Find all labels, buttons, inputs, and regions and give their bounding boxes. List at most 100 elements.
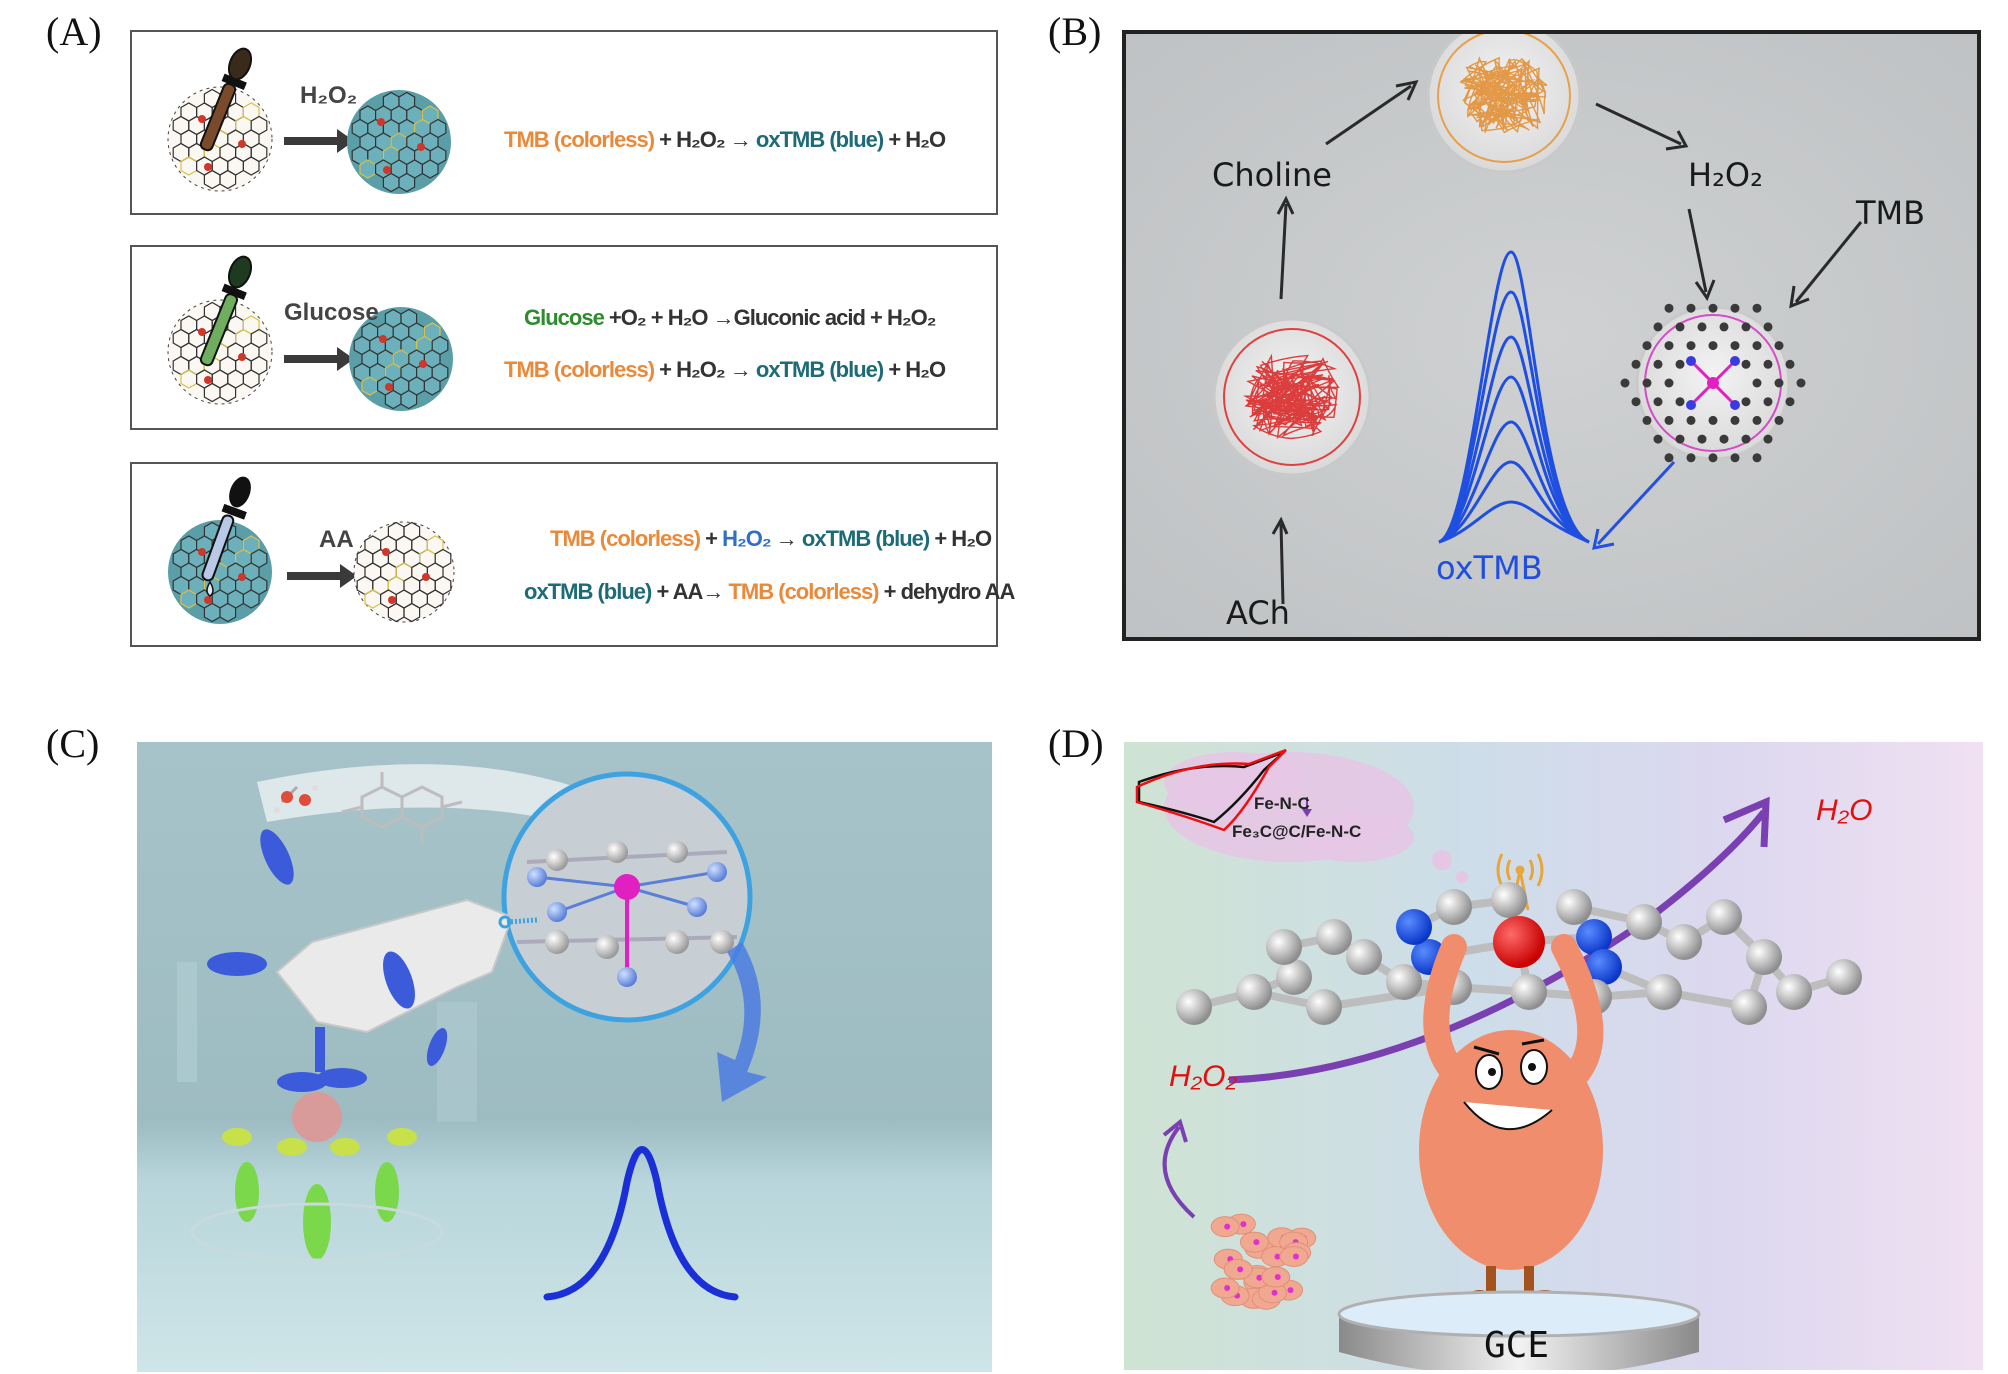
metal-site-dot bbox=[419, 360, 427, 368]
equation-line: oxTMB (blue) + AA→ TMB (colorless) + deh… bbox=[524, 579, 1015, 605]
fe-n-c-molecule-icon bbox=[1176, 882, 1862, 1025]
reaction-arrow-icon bbox=[284, 129, 354, 153]
carbon-atom-dot bbox=[1686, 303, 1696, 313]
arrow-enzyme-to-choline bbox=[1279, 203, 1288, 300]
carbon-atom bbox=[1236, 974, 1272, 1010]
nitrogen-atom bbox=[1396, 909, 1432, 945]
equation-line: Glucose +O₂ + H₂O →Gluconic acid + H₂O₂ bbox=[524, 305, 936, 331]
carbon-atom-dot bbox=[1653, 322, 1663, 332]
lattice-hexagon bbox=[426, 589, 444, 609]
equation-term: oxTMB (blue) bbox=[801, 526, 930, 551]
carbon-atom-dot bbox=[1708, 303, 1718, 313]
reagent-label: H₂O₂ bbox=[300, 82, 358, 109]
metal-center-icon bbox=[1686, 356, 1740, 410]
carbon-atom bbox=[1826, 959, 1862, 995]
label-fe-n-c: Fe-N-C bbox=[1254, 794, 1310, 813]
gce-electrode-icon bbox=[1337, 1290, 1701, 1370]
signal-arrow-icon bbox=[717, 942, 767, 1102]
carbon-atom-dot bbox=[1774, 341, 1784, 351]
carbon-atom-dot bbox=[1763, 359, 1773, 369]
cell-nucleus bbox=[1274, 1274, 1281, 1281]
protein-structure bbox=[1242, 353, 1340, 440]
carbon-atom bbox=[1276, 959, 1312, 995]
nitrogen-atom bbox=[1576, 919, 1612, 955]
equation-line: TMB (colorless) + H₂O₂ → oxTMB (blue) + … bbox=[504, 357, 946, 383]
carbon-atom-dot bbox=[1763, 397, 1773, 407]
row-3-graphics bbox=[168, 476, 455, 624]
cyclic-voltammogram-icon bbox=[1135, 748, 1287, 832]
carbon-atom-dot bbox=[1675, 322, 1685, 332]
equation-term: + AA→ bbox=[651, 579, 729, 604]
metal-site-dot bbox=[204, 163, 212, 171]
carbon-atom-dot bbox=[1730, 453, 1740, 463]
cycle-arrows bbox=[1271, 79, 1863, 605]
carbon-atom bbox=[1626, 904, 1662, 940]
lattice-blue-icon bbox=[349, 307, 453, 411]
equation-term: +O₂ + H₂O →Gluconic acid + H₂O₂ bbox=[603, 305, 937, 330]
carbon-atom-dot bbox=[1719, 322, 1729, 332]
absorbance-peak-curve bbox=[1438, 420, 1590, 544]
carbon-atom-dot bbox=[1741, 359, 1751, 369]
carbon-atom-dot bbox=[1752, 341, 1762, 351]
substrate-dish-icon bbox=[190, 1202, 444, 1262]
carbon-atom-dot bbox=[1752, 453, 1762, 463]
lattice-hexagon bbox=[219, 382, 237, 403]
metal-site-dot bbox=[382, 548, 390, 556]
oxtmb-absorbance-peaks bbox=[1438, 250, 1590, 544]
lattice-hexagon bbox=[203, 602, 221, 623]
row-2-graphics bbox=[167, 255, 453, 411]
equation-term: oxTMB (blue) bbox=[755, 357, 884, 382]
lattice-colorless-icon bbox=[353, 521, 455, 623]
lattice-hexagon bbox=[242, 156, 260, 176]
lattice-blue-icon bbox=[347, 90, 451, 194]
metal-site-dot bbox=[238, 573, 246, 581]
equation-term: H₂O₂ bbox=[722, 526, 772, 551]
panel-c-graphics bbox=[177, 764, 767, 1301]
carbon-atom-dot bbox=[1774, 378, 1784, 388]
antigen-icon bbox=[292, 1092, 342, 1142]
absorbance-peak-curve bbox=[1438, 500, 1590, 544]
equation-term: TMB (colorless) bbox=[504, 127, 655, 152]
carbon-atom-dot bbox=[1708, 415, 1718, 425]
equation-term: TMB (colorless) bbox=[728, 579, 879, 604]
substrate-stream bbox=[257, 764, 657, 852]
carbon-atom-dot bbox=[1653, 397, 1663, 407]
lattice-hexagon bbox=[219, 169, 237, 190]
lattice-hexagon bbox=[403, 602, 421, 623]
reagent-label: Glucose bbox=[284, 299, 379, 326]
carbon-atom-dot bbox=[1697, 434, 1707, 444]
reaction-arrow-icon bbox=[284, 347, 354, 371]
carbon-atom-dot bbox=[1752, 378, 1762, 388]
equation-term: + H₂O₂ → bbox=[654, 357, 756, 382]
carbon-atom-dot bbox=[1686, 415, 1696, 425]
cartoon-character-icon bbox=[1419, 934, 1604, 1298]
carbon-atom bbox=[1706, 899, 1742, 935]
arrow-h2o2-to-nanozyme bbox=[1687, 208, 1708, 293]
carbon-atom-dot bbox=[1631, 359, 1641, 369]
lattice-hexagon bbox=[384, 389, 402, 410]
lattice-hexagon bbox=[180, 589, 198, 609]
cell-nucleus bbox=[1224, 1223, 1231, 1230]
absorbance-peak-curve bbox=[1438, 250, 1590, 544]
carbon-atom-dot bbox=[1642, 415, 1652, 425]
capture-antibodies-icon bbox=[222, 1128, 417, 1260]
nanozyme-disc-icon bbox=[1620, 303, 1806, 463]
cells-icon bbox=[1210, 1213, 1317, 1310]
equation-term: + H₂O bbox=[883, 127, 946, 152]
reagent-label: AA bbox=[319, 526, 354, 553]
carbon-atom-dot bbox=[1719, 434, 1729, 444]
carbon-atom-dot bbox=[1642, 378, 1652, 388]
acetylcholinesterase-disc-icon bbox=[1212, 317, 1372, 477]
label-oxtmb: oxTMB bbox=[1436, 549, 1543, 587]
cells-to-h2o2-arrow bbox=[1162, 1125, 1196, 1219]
metal-site-dot bbox=[198, 328, 206, 336]
carbon-atom-dot bbox=[1785, 359, 1795, 369]
panel-d-graphics bbox=[1135, 748, 1862, 1370]
choline-oxidase-disc-icon bbox=[1426, 34, 1582, 174]
carbon-atom-dot bbox=[1664, 341, 1674, 351]
carbon-atom-dot bbox=[1686, 453, 1696, 463]
label-h2o2: H₂O₂ bbox=[1688, 156, 1763, 194]
carbon-atom bbox=[1731, 989, 1767, 1025]
thought-cloud bbox=[1164, 752, 1468, 883]
lattice-hexagon bbox=[219, 602, 237, 623]
